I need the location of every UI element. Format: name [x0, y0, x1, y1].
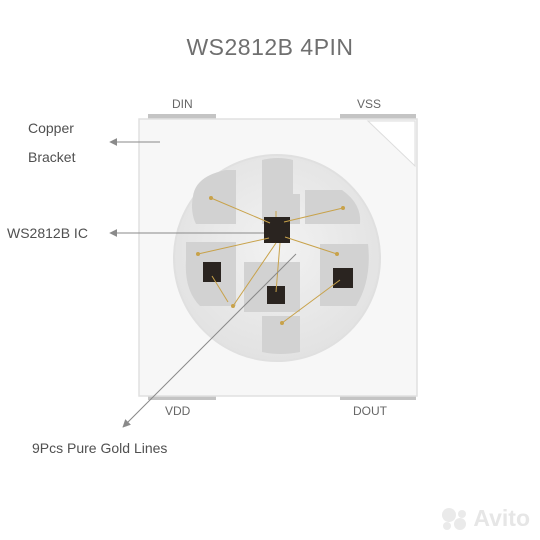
pin-label-dout: DOUT	[353, 404, 387, 418]
avito-watermark: Avito	[440, 505, 530, 532]
copper-label-line2: Bracket	[28, 149, 76, 165]
led-die-left	[203, 262, 221, 282]
avito-watermark-text: Avito	[473, 505, 530, 531]
copper-label-line1: Copper	[28, 120, 74, 136]
pin-label-din: DIN	[172, 97, 193, 111]
pin-label-vdd: VDD	[165, 404, 191, 418]
polarity-corner	[366, 120, 416, 168]
ws2812b-ic-die	[264, 217, 290, 243]
bracket-top-left	[192, 170, 236, 224]
bracket-bottom	[262, 316, 300, 354]
pin-din	[148, 114, 216, 121]
gold-wires	[197, 197, 344, 324]
pin-vss	[340, 114, 416, 121]
avito-dots-logo-icon	[442, 507, 467, 530]
bond-pads	[196, 196, 345, 325]
bracket-top-center	[262, 158, 293, 194]
pin-label-vss: VSS	[357, 97, 382, 111]
led-die-bottom	[267, 286, 285, 304]
gold-lines-arrow	[122, 253, 297, 428]
ic-label: WS2812B IC	[7, 225, 88, 241]
gold-lines-label: 9Pcs Pure Gold Lines	[32, 440, 168, 456]
led-die-right	[333, 268, 353, 288]
bracket-center	[262, 194, 300, 224]
copper-brackets	[185, 158, 369, 354]
bracket-top-right	[305, 190, 361, 224]
diagram-title: WS2812B 4PIN	[186, 34, 354, 60]
